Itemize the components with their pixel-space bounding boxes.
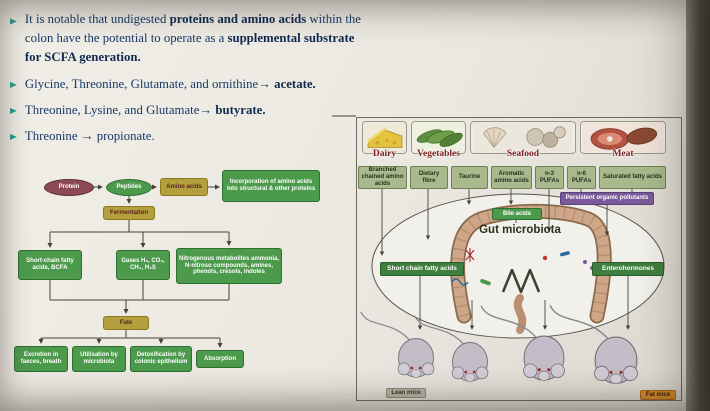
meat-label: Meat <box>612 149 634 159</box>
nitrogenous-metabolites-node: Nitrogenous metabolites ammonia, N-nitro… <box>176 248 282 284</box>
seafood-photo-card <box>470 121 576 154</box>
factor-n6-pufas: n-6 PUFAs <box>567 166 596 189</box>
utilisation-node: Utilisation by microbiota <box>72 346 126 372</box>
bullet-text: Threonine, Lysine, and Glutamate→ butyra… <box>24 102 266 117</box>
bullet-text: Glycine, Threonine, Glutamate, and ornit… <box>24 76 316 91</box>
lean-mice-label: Lean mice <box>386 388 426 398</box>
diagram-frame <box>356 117 682 401</box>
cheese-icon <box>363 122 406 153</box>
factor-dietary-fibre: Dietary fibre <box>410 166 448 189</box>
meat-photo-card <box>580 121 666 154</box>
seafood-label: Seafood <box>506 149 540 159</box>
vegetables-icon <box>412 122 465 153</box>
amino-acids-node: Amino acids <box>160 178 208 196</box>
excretion-node: Excretion in faeces, breath <box>14 346 68 372</box>
factor-saturated-fatty-acids: Saturated fatty acids <box>599 166 666 189</box>
bullet-arrow-icon: ▶ <box>10 105 17 115</box>
vegetables-photo-card <box>411 121 466 154</box>
dairy-photo-card <box>362 121 407 154</box>
bullet-item: ▶ Glycine, Threonine, Glutamate, and orni… <box>10 75 364 94</box>
presentation-slide: ▶ It is notable that undigested proteins … <box>0 0 688 411</box>
bullet-arrow-icon: ▶ <box>10 79 17 89</box>
bullet-item: ▶ Threonine, Lysine, and Glutamate→ butyr… <box>10 101 364 120</box>
bullet-item: ▶ Threonine → propionate. <box>10 127 364 146</box>
incorporation-node: Incorporation of amino acids into struct… <box>222 170 320 202</box>
photo-edge-shadow <box>686 0 710 411</box>
dairy-label: Dairy <box>372 149 397 159</box>
fermentation-node: Fermentation <box>103 206 155 220</box>
bile-acids-box: Bile acids <box>492 208 542 220</box>
bullet-text: Threonine → propionate. <box>24 128 155 143</box>
persistent-organic-pollutants-box: Persistent organic pollutants <box>560 192 654 205</box>
short-chain-fatty-acids-box: Short chain fatty acids <box>380 262 464 276</box>
scfa-bcfa-node: Short-chain fatty acids, BCFA <box>18 250 82 280</box>
gases-node: Gases H₂, CO₂, CH₄, H₂S <box>116 250 170 280</box>
bullet-arrow-icon: ▶ <box>10 131 17 141</box>
absorption-node: Absorption <box>196 350 244 368</box>
factor-branched-amino-acids: Branched chained amino acids <box>358 166 407 189</box>
bullet-item: ▶ It is notable that undigested proteins … <box>10 10 364 68</box>
detoxification-node: Detoxification by colonic epithelium <box>130 346 192 372</box>
meat-icon <box>582 122 664 153</box>
vegetables-label: Vegetables <box>417 149 460 159</box>
bullet-list: ▶ It is notable that undigested proteins … <box>10 10 364 153</box>
gut-microbiota-title: Gut microbiota <box>479 224 561 236</box>
fat-mice-label: Fat mice <box>640 390 676 400</box>
factor-n3-pufas: n-3 PUFAs <box>535 166 564 189</box>
bullet-text: It is notable that undigested proteins a… <box>24 12 361 65</box>
peptides-node: Peptides <box>106 179 152 196</box>
fate-node: Fate <box>103 316 149 330</box>
factor-taurine: Taurine <box>451 166 488 189</box>
factor-aromatic-amino-acids: Aromatic amino acids <box>491 166 532 189</box>
bullet-arrow-icon: ▶ <box>10 16 17 26</box>
seafood-icon <box>473 122 573 153</box>
enterohormones-box: Enterohormones <box>592 262 664 276</box>
protein-node: Protein <box>44 179 94 196</box>
